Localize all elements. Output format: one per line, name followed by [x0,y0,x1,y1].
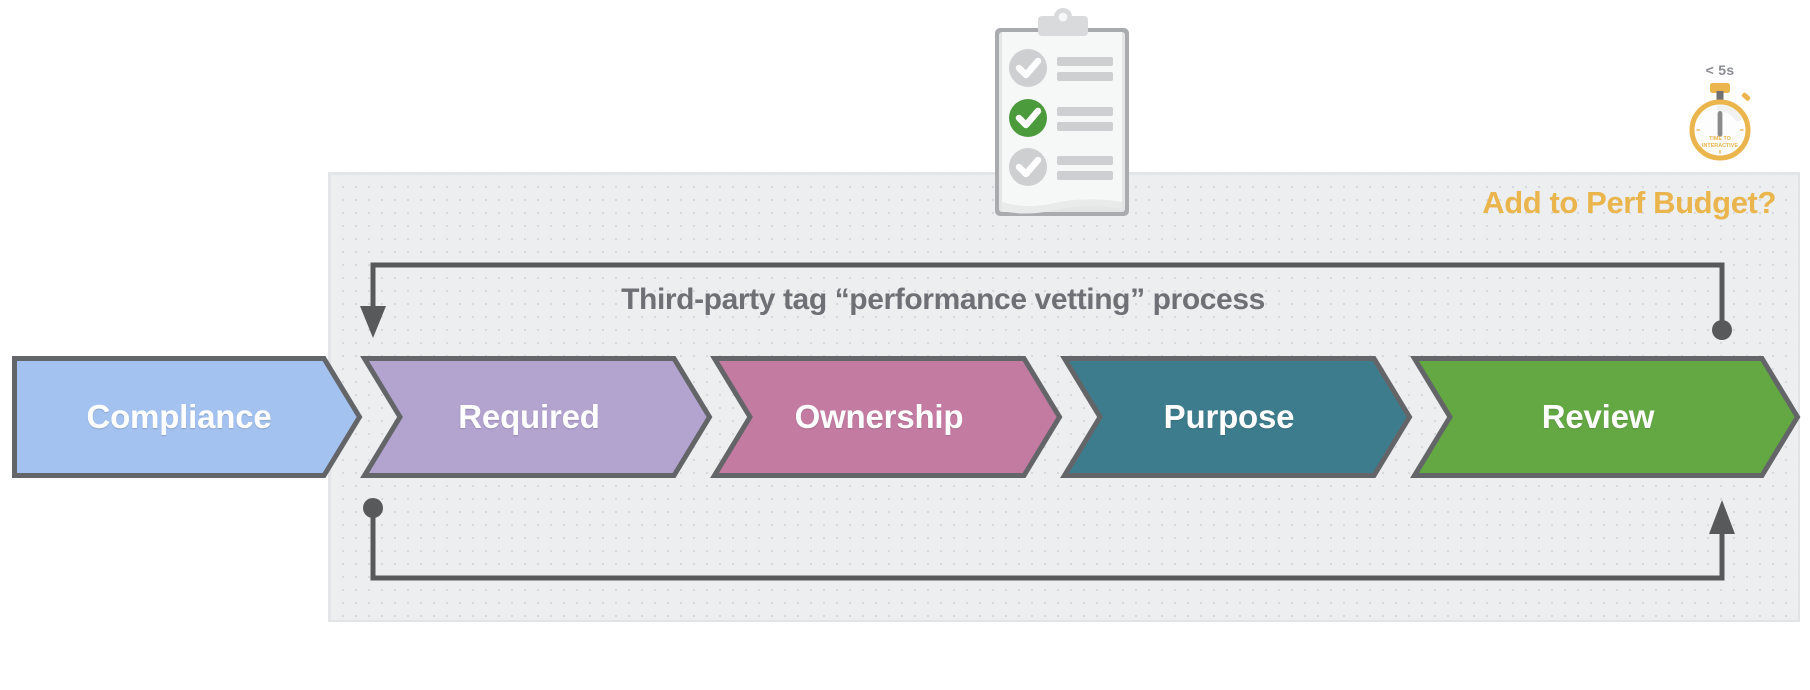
stage-shape-review [1410,356,1801,478]
stage-required[interactable]: Required [360,356,713,478]
stage-purpose[interactable]: Purpose [1060,356,1413,478]
stage-shape-required [360,356,713,478]
stage-shape-purpose [1060,356,1413,478]
clipboard-icon [995,8,1129,216]
stage-ownership[interactable]: Ownership [710,356,1063,478]
stage-label-purpose: Purpose [1163,398,1295,435]
stage-compliance[interactable]: Compliance [12,356,363,478]
process-title: Third-party tag “performance vetting” pr… [621,283,1265,316]
process-stage-list: Compliance Required Ownership Purpose Re [0,356,1810,478]
stage-label-required: Required [458,398,600,435]
stage-shape-compliance [12,356,363,478]
stopwatch-icon: TIME TO INTERACTIVE [1689,83,1751,161]
stage-label-review: Review [1541,398,1655,435]
stopwatch-dial-line-2: INTERACTIVE [1702,143,1738,149]
perf-budget-label: Add to Perf Budget? [1482,185,1776,220]
stage-label-ownership: Ownership [794,398,964,435]
stage-review[interactable]: Review [1410,356,1801,478]
stopwatch-time-label: < 5s [1705,62,1735,78]
stage-shape-ownership [710,356,1063,478]
clipboard-illustration [986,6,1140,224]
stopwatch-dial-line-1: TIME TO [1709,136,1731,142]
stopwatch-illustration: TIME TO INTERACTIVE < 5s [1670,62,1770,170]
stage-label-compliance: Compliance [86,398,272,435]
